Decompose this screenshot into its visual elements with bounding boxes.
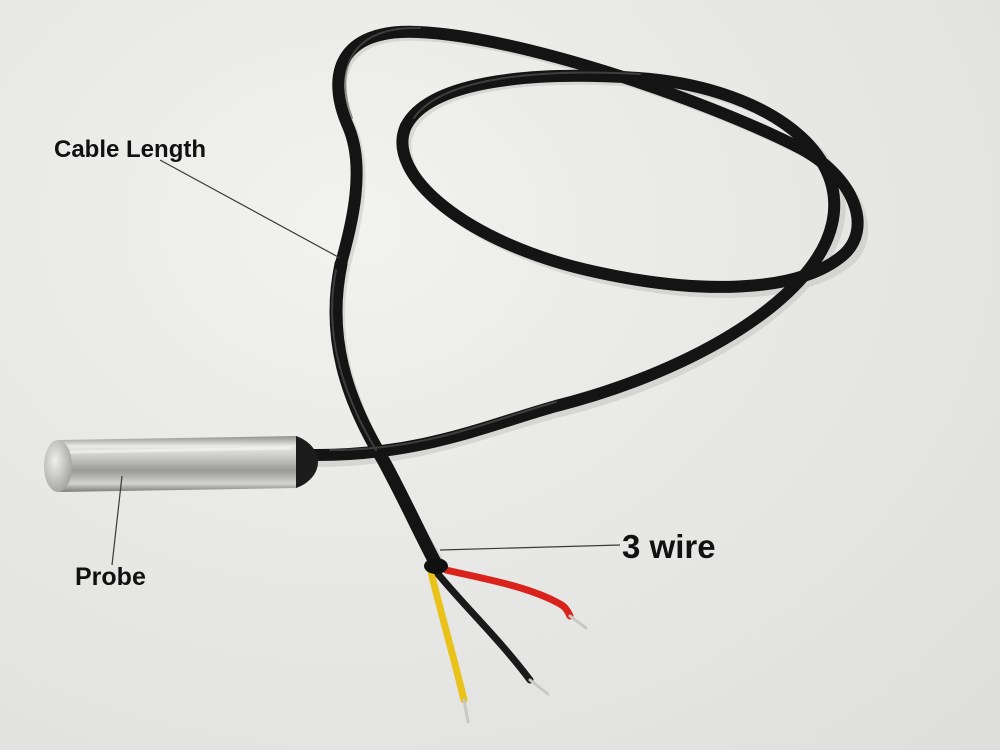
probe-body <box>44 436 318 492</box>
cable-tail-segment <box>329 257 443 571</box>
leader-probe <box>111 475 123 566</box>
wire-black-tip <box>528 678 550 696</box>
wire-yellow <box>427 568 468 704</box>
wire-count-label: 3 wire <box>622 528 716 565</box>
cable-inner-loop <box>396 120 864 293</box>
leader-wire <box>439 544 621 551</box>
cable-lead-segment <box>306 69 840 462</box>
wire-black <box>434 570 534 684</box>
cable-end <box>424 558 448 574</box>
wire-red-tip <box>568 614 588 630</box>
leader-cable-length <box>159 159 341 259</box>
cable <box>306 25 864 571</box>
wire-red <box>442 566 574 620</box>
wire-yellow-tip <box>462 698 470 724</box>
conductor-wires <box>427 566 588 724</box>
probe-label: Probe <box>75 563 146 591</box>
leader-lines <box>111 159 621 566</box>
cable-highlights <box>329 26 641 451</box>
cable-length-label: Cable Length <box>54 136 207 163</box>
